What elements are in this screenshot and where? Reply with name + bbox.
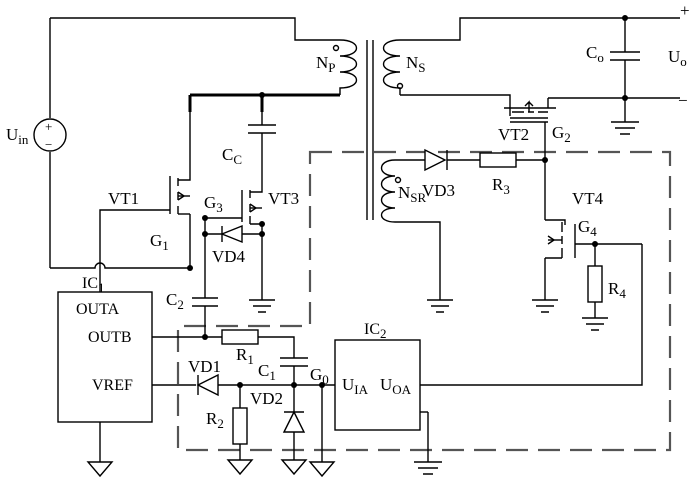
ic2-label: IC2: [364, 321, 387, 341]
vt4-ground-icon: [532, 299, 558, 313]
nsr-winding: [380, 159, 402, 223]
input-source: + −: [33, 18, 67, 268]
vt3-ground-icon: [249, 299, 275, 313]
ic1-ground-icon: [86, 461, 114, 478]
r3-label: R3: [492, 175, 510, 197]
r4-ground-icon: [582, 317, 608, 331]
vd4-diode: [220, 224, 243, 244]
vt3-label: VT3: [268, 189, 299, 208]
vt2-mosfet: [504, 98, 556, 130]
uo-label: Uo: [668, 47, 687, 69]
cc-label: CC: [222, 145, 242, 167]
vt1-mosfet: [99, 112, 191, 292]
minus-sign: −: [678, 91, 688, 110]
nsr-label: NSR: [398, 183, 427, 205]
isolation-boundary: [176, 150, 672, 452]
svg-text:+: +: [45, 119, 52, 134]
c1-label: C1: [258, 361, 276, 383]
nsr-ground-icon: [427, 299, 453, 313]
output-capacitor: [610, 15, 640, 98]
uoa-pin-label: UOA: [380, 375, 412, 397]
svg-text:−: −: [45, 137, 52, 152]
co-label: Co: [586, 43, 604, 65]
uin-label: Uin: [6, 125, 29, 147]
r1-label: R1: [236, 345, 254, 367]
output-ground-icon: [611, 98, 639, 135]
vd1-label: VD1: [188, 357, 221, 376]
vt1-label: VT1: [108, 189, 139, 208]
c2-label: C2: [166, 290, 184, 312]
secondary-winding: [382, 39, 404, 95]
c2-capacitor: [192, 297, 218, 337]
outb-pin-label: OUTB: [88, 329, 132, 346]
vd2-diode: [282, 410, 306, 433]
vd3-label: VD3: [422, 181, 455, 200]
vt2-label: VT2: [498, 125, 529, 144]
ic2-box: [334, 339, 421, 431]
g4-label: G4: [578, 217, 597, 239]
ic2-right-ground-icon: [414, 461, 442, 475]
r2-resistor: [232, 407, 248, 445]
ns-label: NS: [406, 53, 426, 75]
uia-pin-label: UIA: [342, 375, 369, 397]
plus-sign: +: [680, 1, 690, 20]
r1-resistor: [221, 329, 259, 345]
ic1-box: [57, 291, 153, 423]
r4-resistor: [587, 265, 603, 303]
cc-capacitor: [248, 112, 276, 160]
vt4-label: VT4: [572, 189, 604, 208]
vd2-label: VD2: [250, 389, 283, 408]
ic1-label: IC1: [82, 275, 105, 295]
r2-label: R2: [206, 409, 224, 431]
r2-ground-icon: [226, 459, 254, 476]
vd1-diode: [196, 373, 219, 397]
transformer-core: [366, 40, 374, 220]
uoa-to-g4-wire: [420, 244, 643, 386]
g1-label: G1: [150, 231, 169, 253]
outa-pin-label: OUTA: [76, 301, 120, 318]
r3-resistor: [479, 152, 517, 168]
vd2-ground-icon: [280, 459, 308, 476]
c1-capacitor: [280, 357, 308, 385]
vref-pin-label: VREF: [92, 377, 133, 394]
vt4-mosfet: [544, 219, 642, 300]
g2-label: G2: [552, 123, 571, 145]
input-negative-rail: [50, 262, 190, 269]
g3-label: G3: [204, 193, 223, 215]
top-wire: [50, 17, 340, 41]
output-positive-rail: [400, 17, 680, 41]
vd4-label: VD4: [212, 247, 246, 266]
r4-label: R4: [608, 279, 626, 301]
primary-winding: [332, 39, 358, 95]
ic2-left-ground-icon: [308, 461, 336, 478]
np-label: NP: [316, 53, 336, 75]
g0-label: G0: [310, 365, 329, 387]
